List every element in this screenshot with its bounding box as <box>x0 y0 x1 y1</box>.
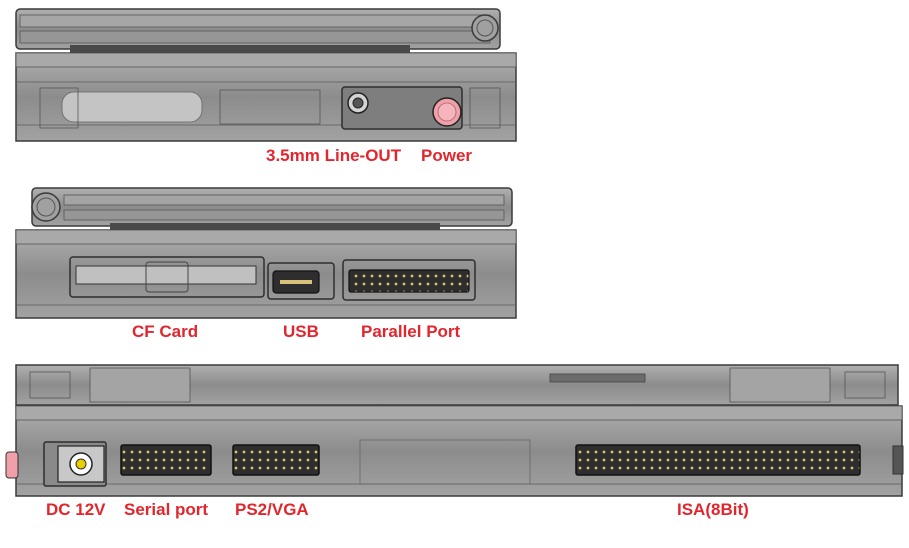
label-usb: USB <box>283 322 319 341</box>
bottom-view <box>5 364 904 497</box>
isa-connector[interactable] <box>575 444 861 476</box>
cf-card-slot[interactable] <box>69 256 265 298</box>
label-dc-12v: DC 12V <box>46 500 106 519</box>
hinge-circle <box>471 14 499 42</box>
ps2-vga-port[interactable] <box>232 444 320 476</box>
parallel-port[interactable] <box>348 269 470 293</box>
label-serial-port: Serial port <box>124 500 209 519</box>
serial-port[interactable] <box>120 444 212 476</box>
label-parallel-port: Parallel Port <box>361 322 461 341</box>
label-ps2-vga: PS2/VGA <box>235 500 309 519</box>
top-view <box>15 8 517 142</box>
label-power: Power <box>421 146 473 165</box>
label-cf-card: CF Card <box>132 322 199 341</box>
middle-view <box>15 187 517 319</box>
port-panel <box>341 86 463 130</box>
usb-port-frame <box>267 262 335 300</box>
label-isa: ISA(8Bit) <box>677 500 749 519</box>
label-line-out: 3.5mm Line-OUT <box>266 146 402 165</box>
parallel-port-frame <box>342 259 476 301</box>
